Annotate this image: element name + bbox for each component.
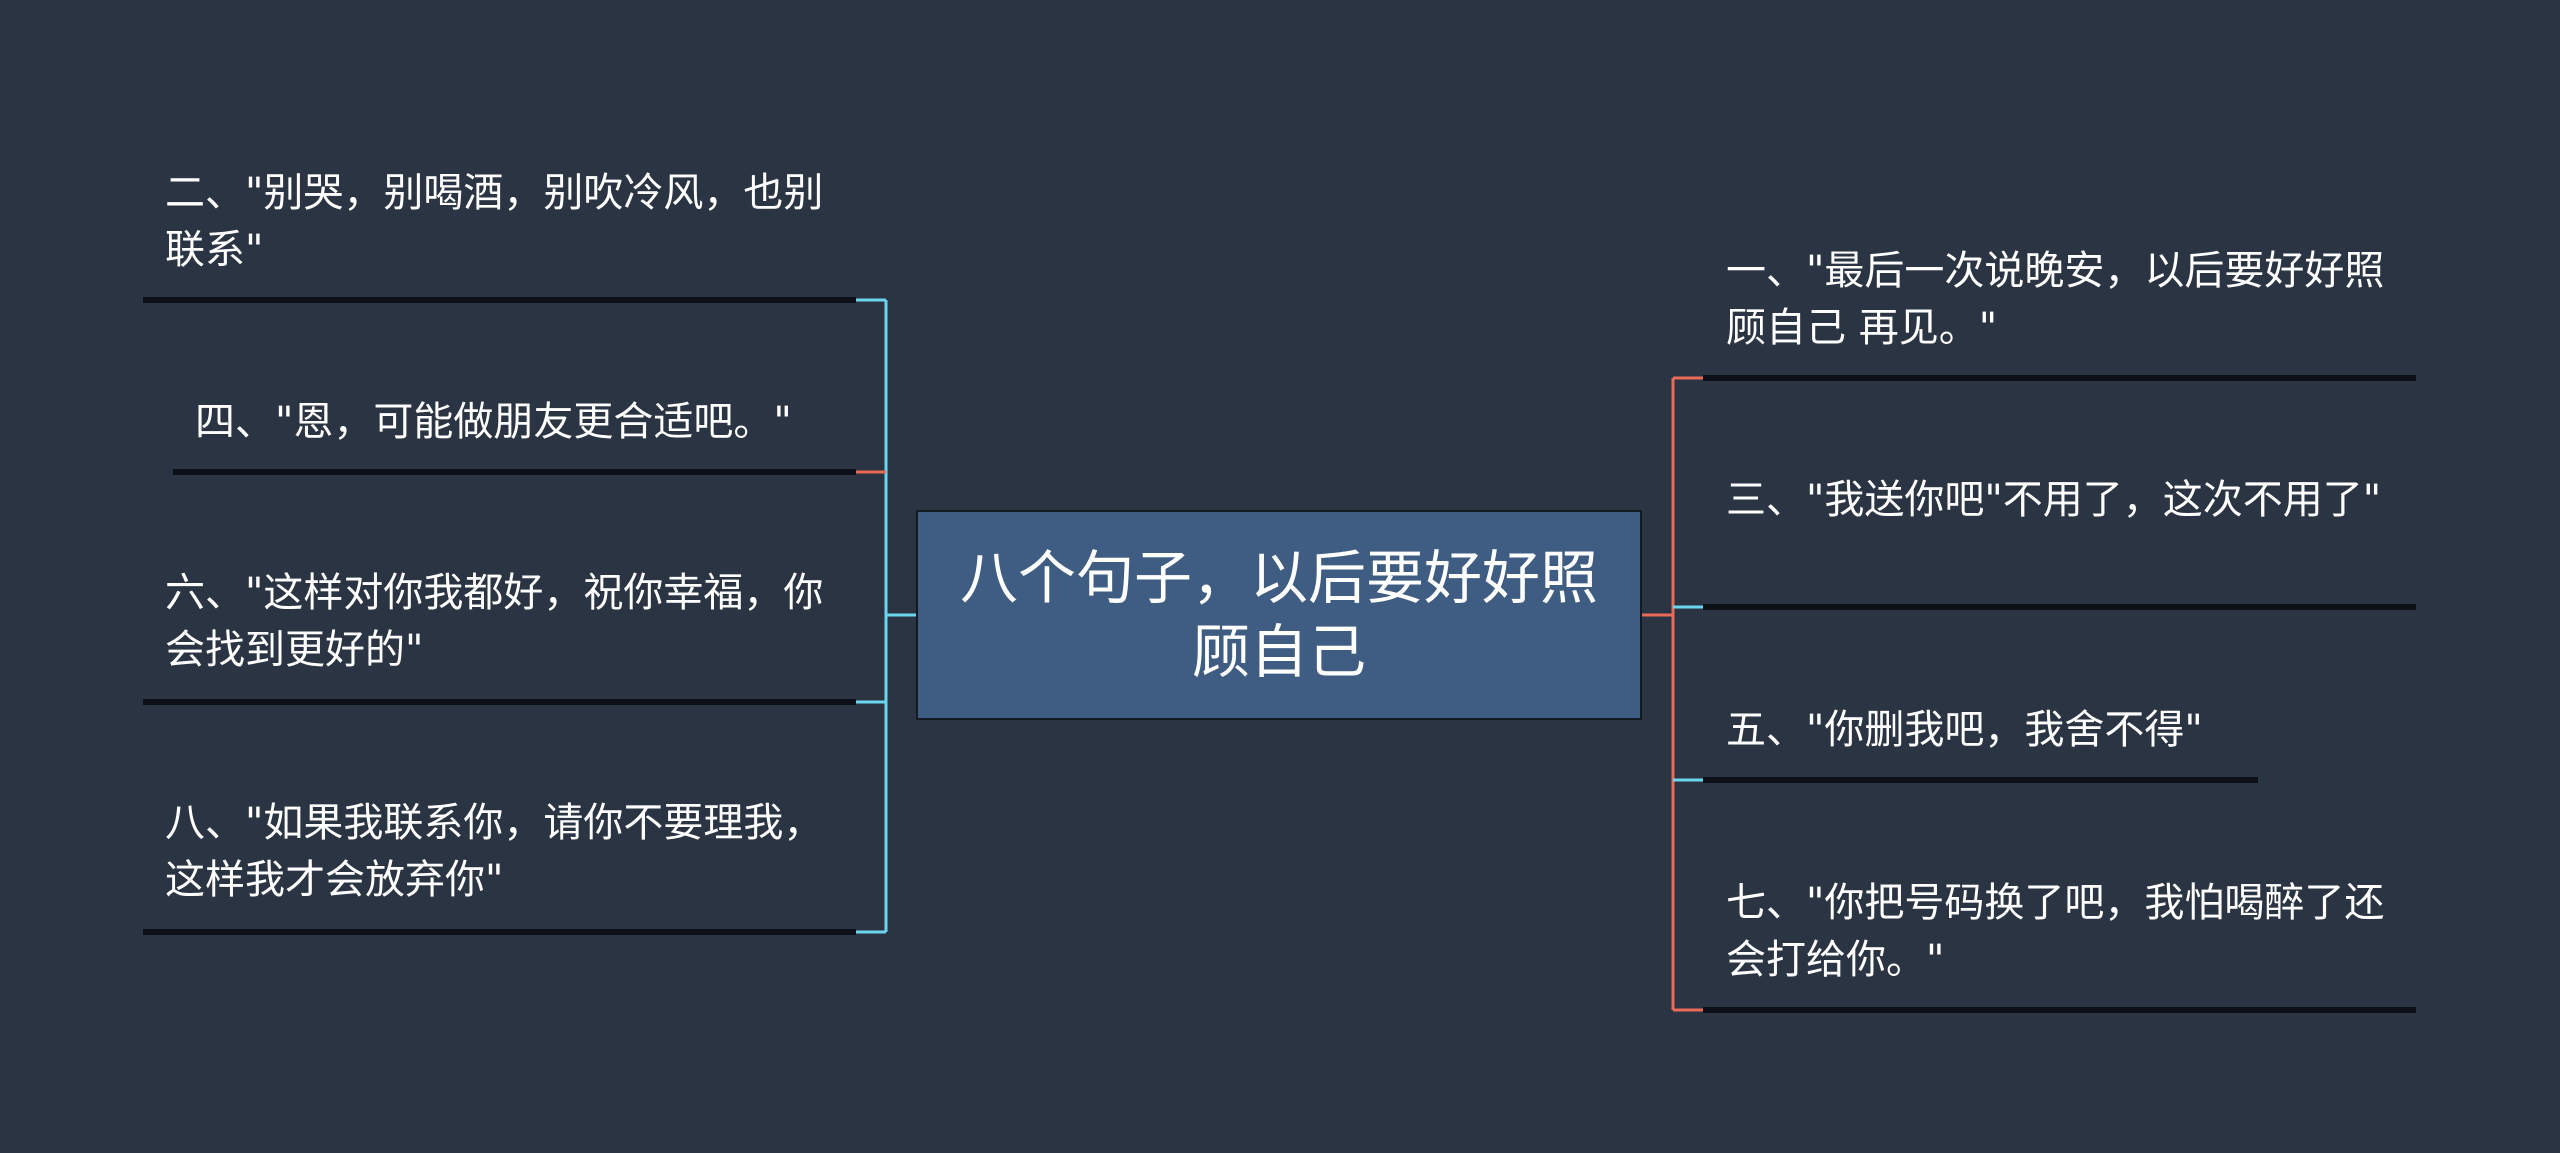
branch-left-4[interactable]: 四、"恩，可能做朋友更合适吧。"	[195, 394, 855, 451]
branch-label: 七、"你把号码换了吧，我怕喝醉了还会打给你。"	[1726, 880, 2385, 983]
branch-underline	[1703, 604, 2416, 610]
branch-label: 四、"恩，可能做朋友更合适吧。"	[195, 399, 792, 445]
branch-left-2[interactable]: 二、"别哭，别喝酒，别吹冷风，也别联系"	[165, 165, 845, 279]
branch-underline	[1703, 1007, 2416, 1013]
branch-label: 三、"我送你吧"不用了，这次不用了"	[1726, 477, 2382, 523]
branch-left-6[interactable]: 六、"这样对你我都好，祝你幸福，你会找到更好的"	[165, 565, 845, 679]
branch-right-5[interactable]: 五、"你删我吧，我舍不得"	[1726, 702, 2286, 759]
root-label: 八个句子，以后要好好照顾自己	[959, 544, 1598, 686]
branch-left-8[interactable]: 八、"如果我联系你，请你不要理我，这样我才会放弃你"	[165, 795, 845, 909]
branch-label: 五、"你删我吧，我舍不得"	[1726, 707, 2203, 753]
branch-label: 二、"别哭，别喝酒，别吹冷风，也别联系"	[165, 170, 824, 273]
branch-underline	[1703, 375, 2416, 381]
branch-underline	[1703, 777, 2258, 783]
branch-right-1[interactable]: 一、"最后一次说晚安，以后要好好照顾自己 再见。"	[1726, 243, 2406, 357]
branch-label: 一、"最后一次说晚安，以后要好好照顾自己 再见。"	[1726, 248, 2385, 351]
branch-right-7[interactable]: 七、"你把号码换了吧，我怕喝醉了还会打给你。"	[1726, 875, 2406, 989]
branch-right-3[interactable]: 三、"我送你吧"不用了，这次不用了"	[1726, 472, 2406, 529]
branch-underline	[143, 699, 856, 705]
branch-underline	[143, 929, 856, 935]
branch-underline	[173, 469, 856, 475]
branch-underline	[143, 297, 856, 303]
branch-label: 六、"这样对你我都好，祝你幸福，你会找到更好的"	[165, 570, 824, 673]
branch-label: 八、"如果我联系你，请你不要理我，这样我才会放弃你"	[165, 800, 824, 903]
root-node[interactable]: 八个句子，以后要好好照顾自己	[916, 510, 1642, 720]
